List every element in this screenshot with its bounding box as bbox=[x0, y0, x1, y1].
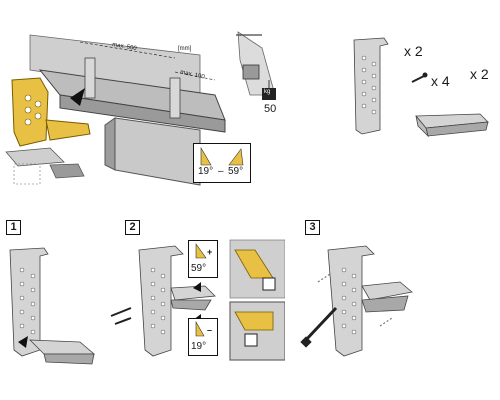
step-2-illustration bbox=[110, 239, 285, 361]
step-2-detail-down bbox=[229, 301, 285, 361]
step-2-screw bbox=[110, 307, 132, 325]
angle-dash-label: – bbox=[218, 166, 224, 177]
angle-max-label: 59° bbox=[228, 166, 244, 177]
load-value-label: 50 bbox=[264, 103, 277, 115]
rail-bracket-right bbox=[169, 77, 181, 119]
load-detail bbox=[236, 31, 276, 100]
dim-line-100 bbox=[174, 71, 216, 81]
plate bbox=[5, 147, 65, 167]
screw-part bbox=[411, 72, 428, 83]
step-1-illustration bbox=[9, 247, 96, 365]
minus-sign: – bbox=[207, 325, 213, 335]
screw-qty: x 4 bbox=[431, 73, 450, 89]
bracket-qty: x 2 bbox=[404, 43, 423, 59]
parts-illustration bbox=[353, 37, 489, 138]
angle-up-icon bbox=[195, 243, 207, 259]
screwdriver-icon bbox=[300, 306, 338, 348]
step-1-shelf-support bbox=[28, 339, 96, 365]
load-unit-label: kg bbox=[264, 89, 271, 95]
step-3-shelf-support bbox=[361, 281, 413, 313]
plus-sign: + bbox=[207, 247, 213, 257]
insert-arrow bbox=[70, 88, 85, 106]
step-2-badge: 2 bbox=[125, 220, 140, 235]
weight-icon bbox=[262, 88, 276, 100]
step-1-badge: 1 bbox=[6, 220, 21, 235]
screw-hint-top bbox=[317, 273, 331, 283]
step-3-illustration bbox=[300, 245, 413, 357]
angle-down-label: 19° bbox=[191, 341, 207, 352]
step-3-badge: 3 bbox=[305, 220, 320, 235]
step-3-bracket bbox=[327, 245, 375, 357]
overview-scene: max. 500 [mm] max. 100 kg 50 19° – 59° bbox=[0, 0, 300, 200]
bracket-part bbox=[353, 37, 389, 135]
step-1-bracket bbox=[9, 247, 49, 357]
angle-up-label: 59° bbox=[191, 263, 207, 274]
dim-line-500 bbox=[79, 41, 176, 59]
plate-edge bbox=[49, 163, 85, 179]
angle-min-label: 19° bbox=[198, 166, 214, 177]
panel-side bbox=[104, 117, 116, 171]
angle-up-box: + 59° bbox=[188, 240, 218, 278]
parts-list: x 2 x 4 x 2 bbox=[340, 30, 500, 140]
highlighted-bracket bbox=[11, 77, 91, 147]
step-2-arrow-up bbox=[193, 282, 201, 292]
step-2-shelf-support bbox=[170, 285, 216, 311]
angle-down-icon bbox=[195, 320, 205, 337]
shelf-support-part bbox=[415, 113, 489, 138]
step-1-arrow bbox=[18, 336, 28, 348]
step-2-bracket bbox=[138, 245, 184, 357]
screw-hint-bottom bbox=[379, 317, 393, 327]
shelf-support-qty: x 2 bbox=[470, 66, 489, 82]
dim-unit-label: [mm] bbox=[178, 46, 192, 52]
angle-icons bbox=[200, 146, 244, 166]
plate-outline bbox=[13, 163, 41, 185]
overview-illustration bbox=[5, 31, 276, 186]
step-2-detail-up bbox=[229, 239, 285, 299]
angle-range-box: 19° – 59° bbox=[193, 143, 251, 183]
rail-bracket-left bbox=[84, 57, 96, 99]
panel bbox=[114, 117, 201, 186]
angle-down-box: – 19° bbox=[188, 318, 218, 356]
